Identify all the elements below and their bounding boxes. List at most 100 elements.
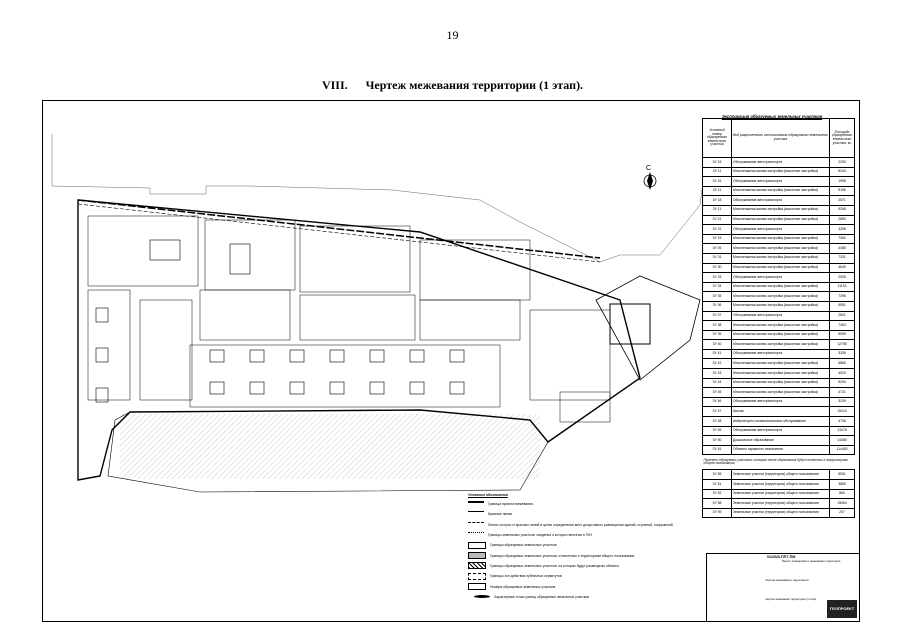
parcel-area: 4486 <box>829 243 855 254</box>
legend-symbol-icon <box>468 511 484 517</box>
parcel-area: 5551 <box>829 300 855 312</box>
parcel-number: ЗУ 11 <box>702 185 732 197</box>
parcel-number: ЗУ 45 <box>702 387 732 398</box>
table-header-number: Условный номер образуемого земельного уч… <box>702 118 732 158</box>
parcel-use: Обслуживание автотранспорта <box>731 195 830 206</box>
page-number: 19 <box>446 28 459 42</box>
legend-item: Границы земельных участков, сведения о к… <box>468 530 698 540</box>
legend-label: Границы образуемых земельных участков, н… <box>490 563 620 568</box>
parcel-use: Амбулаторно-поликлиническое обслуживание <box>731 416 830 427</box>
parcel-number: ЗУ 34 <box>702 281 732 293</box>
legend-symbol-icon <box>468 521 484 528</box>
parcel-area: 2293 <box>829 157 855 168</box>
legend-label: Границы образуемых земельных участков <box>490 543 557 548</box>
parcel-area: 2571 <box>829 195 855 206</box>
parcel-use: Многоэтажная жилая застройка (высотная з… <box>731 252 830 264</box>
parcel-use: Многоэтажная жилая застройка (высотная з… <box>731 185 830 197</box>
parcel-use: Обслуживание автотранспорта <box>731 272 830 283</box>
page-title: VIII.Чертеж межевания территории (1 этап… <box>0 78 905 93</box>
parcel-number: ЗУ 55 <box>702 469 732 480</box>
legend-symbol-icon <box>468 562 486 570</box>
parcel-area: 15064 <box>829 498 855 509</box>
project-description: Проект планировки и межевания территории <box>781 559 841 563</box>
parcel-number: ЗУ 36 <box>702 300 732 312</box>
legend-symbol-icon <box>468 552 486 560</box>
title-text: Чертеж межевания территории (1 этап). <box>365 78 584 92</box>
parcel-use: Обслуживание автотранспорта <box>731 310 830 322</box>
parcel-number: ЗУ 51 <box>702 479 732 490</box>
parcel-area: 4020 <box>829 368 855 379</box>
parcel-number: ЗУ 11 <box>702 204 732 216</box>
parcel-use: Школы <box>731 406 830 418</box>
north-arrow-icon: С <box>643 165 657 190</box>
parcel-number: ЗУ 15 <box>702 157 732 168</box>
legend-item: Характерные точки границ образуемых земе… <box>468 592 698 602</box>
parcel-use: Многоэтажная жилая застройка (высотная з… <box>731 329 830 341</box>
parcel-area: 12755 <box>829 339 855 350</box>
parcel-use: Многоэтажная жилая застройка (высотная з… <box>731 387 830 398</box>
parcel-area: 1998 <box>829 176 855 187</box>
parcel-area: 4649 <box>829 262 855 274</box>
parcel-use: Многоэтажная жилая застройка (высотная з… <box>731 166 830 178</box>
legend-item: Границы образуемых земельных участков, о… <box>468 550 698 560</box>
parcel-number: ЗУ 40 <box>702 339 732 350</box>
parcel-number: ЗУ 59 <box>702 507 732 519</box>
project-code: 01/2020-ППТ-ПМ <box>767 555 796 559</box>
legend-item: Границы зон действия публичных сервитуто… <box>468 571 698 581</box>
legend-symbol-icon <box>468 541 486 549</box>
svg-text:С: С <box>646 165 651 172</box>
drawing-name: Чертеж межевания территории <box>765 578 809 582</box>
parcel-use: Многоэтажная жилая застройка (высотная з… <box>731 320 830 331</box>
parcel-area: 8240 <box>829 166 855 178</box>
parcel-use: Земельные участки (территории) общего по… <box>731 507 830 519</box>
parcel-use: Земельные участки (территории) общего по… <box>731 469 830 480</box>
parcel-number: ЗУ 31 <box>702 252 732 264</box>
parcel-number: ЗУ 46 <box>702 396 732 408</box>
parcel-number: ЗУ 30 <box>702 262 732 274</box>
parcel-number: ЗУ 44 <box>702 377 732 389</box>
parcel-area: 15410 <box>829 406 855 418</box>
legend-item: Границы образуемых земельных участков <box>468 540 698 550</box>
parcel-area: 860 <box>829 488 855 500</box>
legend-item: Граница проекта межевания <box>468 499 698 509</box>
parcel-use: Земельные участки (территории) общего по… <box>731 479 830 490</box>
parcel-area: 2821 <box>829 310 855 322</box>
legend-symbol-icon <box>468 532 484 538</box>
parcel-use: Многоэтажная жилая застройка (высотная з… <box>731 233 830 245</box>
parcel-area: 4721 <box>829 387 855 398</box>
legend-label: Линия отступа от красных линий в целях о… <box>488 522 673 527</box>
parcel-number: ЗУ 38 <box>702 320 732 331</box>
parcel-area: 3239 <box>829 396 855 408</box>
parcel-area: 9268 <box>829 204 855 216</box>
parcel-use: Обслуживание автотранспорта <box>731 348 830 360</box>
parcel-number: ЗУ 42 <box>702 358 732 370</box>
parcel-number: ЗУ 43 <box>702 368 732 379</box>
parcel-use: Обслуживание автотранспорта <box>731 224 830 235</box>
parcel-use: Земельные участки (территории) общего по… <box>731 488 830 500</box>
parcel-use: Многоэтажная жилая застройка (высотная з… <box>731 281 830 293</box>
parcel-area: 2005 <box>829 272 855 283</box>
parcel-area: 207 <box>829 507 855 519</box>
parcel-area: 2850 <box>829 214 855 226</box>
table-header-use: Вид разрешенного использования образуемо… <box>731 118 830 158</box>
legend-label: Граница проекта межевания <box>488 502 533 507</box>
legend-item: Границы образуемых земельных участков, н… <box>468 561 698 571</box>
parcel-area: 4736 <box>829 416 855 427</box>
parcel-area: 6865 <box>829 358 855 370</box>
